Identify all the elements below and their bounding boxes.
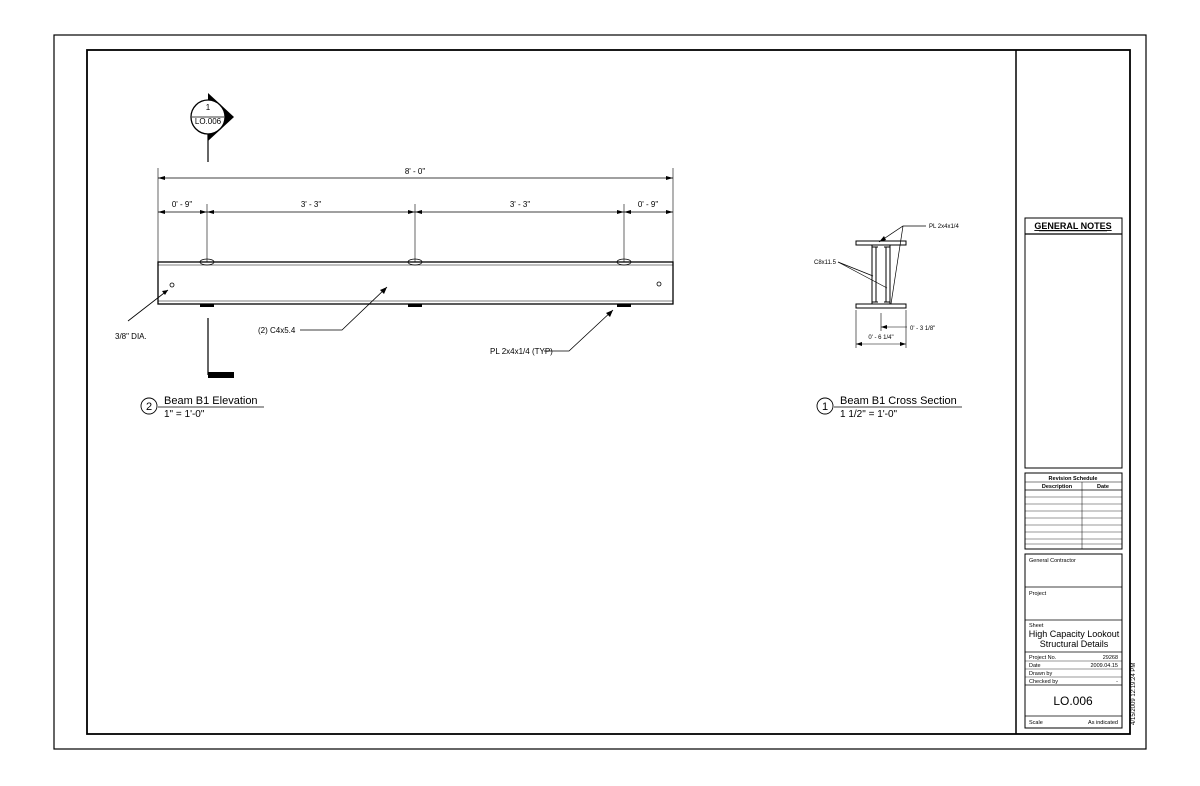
beam-body	[157, 261, 674, 305]
bolt-hole-right	[656, 281, 662, 287]
inner-drawing-border	[86, 49, 1131, 735]
checked-by-label: Checked by	[1029, 679, 1058, 685]
cs-dim-small: 0' - 3 1/8"	[910, 326, 935, 332]
beam-elevation: 8' - 0" 0' - 9" 3' - 3" 3' - 3" 0' - 9"	[115, 167, 674, 378]
sheet-title-line1: High Capacity Lookout	[1029, 629, 1120, 639]
general-notes-title: GENERAL NOTES	[1034, 221, 1111, 231]
project-label: Project	[1029, 591, 1047, 597]
revision-schedule-title: Revision Schedule	[1049, 476, 1098, 482]
cs-channel-label: C8x11.5	[814, 260, 837, 266]
cs-title-text: Beam B1 Cross Section	[840, 395, 957, 407]
sheet-title-line2: Structural Details	[1040, 639, 1109, 649]
checked-by-value: -	[1116, 679, 1118, 685]
date-value: 2009.04.15	[1090, 663, 1118, 669]
scale-label: Scale	[1029, 720, 1043, 726]
overall-dim-label: 8' - 0"	[405, 167, 426, 176]
outer-sheet-border	[53, 34, 1147, 750]
elevation-scale-text: 1" = 1'-0"	[164, 409, 205, 420]
cs-dim-width: 0' - 6 1/4"	[868, 335, 893, 341]
scale-value: As indicated	[1088, 720, 1118, 726]
section-marker-sheet: LO.006	[195, 117, 222, 126]
overall-dimension: 8' - 0"	[157, 167, 674, 262]
section-marker-number: 1	[206, 103, 211, 112]
plate-label: PL 2x4x1/4 (TYP)	[490, 347, 553, 356]
revision-schedule: Revision Schedule Description Date	[1024, 472, 1123, 550]
project-no-label: Project No.	[1029, 655, 1057, 661]
project-no-value: 29268	[1103, 655, 1118, 661]
segment-dimensions: 0' - 9" 3' - 3" 3' - 3" 0' - 9"	[158, 200, 673, 262]
date-label: Date	[1029, 663, 1041, 669]
dim-label-2: 3' - 3"	[301, 200, 322, 209]
cross-section: PL 2x4x1/4 C8x11.5 0' - 3 1/8" 0' - 6 1/…	[814, 224, 959, 348]
general-contractor-label: General Contractor	[1029, 558, 1076, 564]
hole-label: 3/8" DIA.	[115, 332, 147, 341]
elevation-title-number: 2	[146, 401, 152, 413]
title-info-block: General Contractor Project Sheet High Ca…	[1024, 553, 1123, 729]
plates	[199, 258, 632, 307]
cross-section-title: 1 Beam B1 Cross Section 1 1/2" = 1'-0"	[816, 395, 962, 420]
sheet-number: LO.006	[1053, 694, 1093, 708]
bolt-hole-left	[169, 282, 175, 288]
dim-label-3: 3' - 3"	[510, 200, 531, 209]
drawn-by-label: Drawn by	[1029, 671, 1052, 677]
section-marker[interactable]: 1 LO.006	[190, 93, 234, 162]
revision-col-description: Description	[1042, 484, 1073, 490]
cs-scale-text: 1 1/2" = 1'-0"	[840, 409, 898, 420]
channel-label: (2) C4x5.4	[258, 326, 296, 335]
dim-label-4: 0' - 9"	[638, 200, 659, 209]
section-cut-marker	[208, 372, 234, 378]
cs-plate-label: PL 2x4x1/4	[929, 224, 959, 230]
dim-label-1: 0' - 9"	[172, 200, 193, 209]
elevation-title-text: Beam B1 Elevation	[164, 395, 258, 407]
general-notes-box: GENERAL NOTES	[1024, 217, 1123, 469]
sheet-label: Sheet	[1029, 623, 1044, 629]
revision-col-date: Date	[1097, 484, 1109, 490]
elevation-title: 2 Beam B1 Elevation 1" = 1'-0"	[140, 395, 264, 420]
print-stamp: 4/15/2009 12:19:24 PM	[1131, 663, 1137, 725]
cs-title-number: 1	[822, 401, 828, 413]
